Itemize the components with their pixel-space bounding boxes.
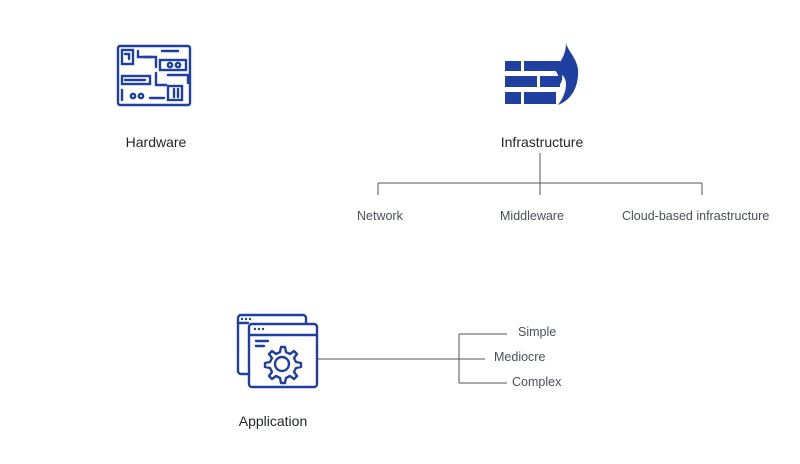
infra-child-cloud: Cloud-based infrastructure: [622, 209, 770, 223]
application-label: Application: [238, 413, 308, 429]
app-child-complex: Complex: [512, 375, 562, 389]
app-child-mediocre: Mediocre: [494, 350, 546, 364]
infra-child-network: Network: [357, 209, 403, 223]
infrastructure-label: Infrastructure: [500, 134, 584, 150]
hardware-label: Hardware: [125, 134, 187, 150]
firewall-icon: [505, 43, 579, 105]
circuit-board-icon: [116, 44, 192, 107]
app-settings-icon: [236, 313, 319, 389]
infra-child-middleware: Middleware: [500, 209, 564, 223]
app-child-simple: Simple: [518, 325, 557, 339]
